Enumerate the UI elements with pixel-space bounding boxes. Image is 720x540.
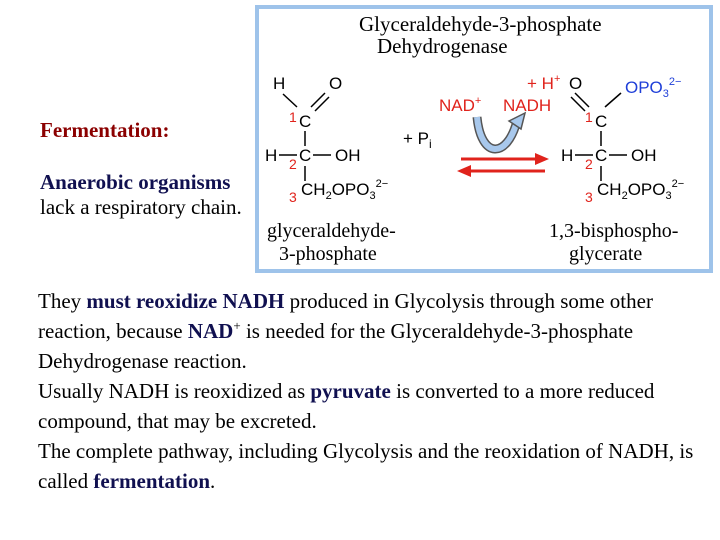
carbon-num-2-right: 2 <box>585 156 593 172</box>
nad-label: NAD+ <box>439 95 481 115</box>
atom-h2-left: H <box>265 146 277 165</box>
side-description: Anaerobic organisms lack a respiratory c… <box>40 170 250 220</box>
enzyme-title-1: Glyceraldehyde-3-phosphate <box>359 12 602 36</box>
atom-h-left: H <box>273 74 285 93</box>
bond-o-c1-a <box>310 92 326 108</box>
side-title: Fermentation: <box>40 118 170 142</box>
bond-c1r-opo3 <box>604 92 622 108</box>
atom-oh-right: OH <box>631 146 657 165</box>
plus-pi: + Pi <box>403 129 432 151</box>
main-text: They must reoxidize NADH produced in Gly… <box>38 286 708 496</box>
paragraph-3: The complete pathway, including Glycolys… <box>38 439 694 493</box>
forward-arrowhead <box>535 153 549 165</box>
carbon-num-3-right: 3 <box>585 189 593 205</box>
bond-o-c1r-b <box>570 96 586 112</box>
bond-o-c1r-a <box>574 92 590 108</box>
nadh-label: NADH <box>503 96 551 115</box>
right-label-2: glycerate <box>569 243 642 265</box>
cofactor-arrowhead <box>507 111 527 131</box>
side-bold: Anaerobic organisms <box>40 170 231 194</box>
enzyme-title-2: Dehydrogenase <box>377 34 508 58</box>
cofactor-arrow-fill <box>474 116 520 152</box>
atom-c2-right: C <box>595 146 607 165</box>
side-rest: lack a respiratory chain. <box>40 195 242 219</box>
atom-o-left: O <box>329 74 342 93</box>
paragraph-1: They must reoxidize NADH produced in Gly… <box>38 289 653 373</box>
atom-c2-left: C <box>299 146 311 165</box>
h-plus-label: + H+ <box>527 73 560 93</box>
atom-h2-right: H <box>561 146 573 165</box>
carbon-num-1: 1 <box>289 109 297 125</box>
left-label-2: 3-phosphate <box>279 243 377 265</box>
paragraph-2: Usually NADH is reoxidized as pyruvate i… <box>38 379 655 433</box>
reaction-diagram: Glyceraldehyde-3-phosphate Dehydrogenase… <box>255 5 713 273</box>
right-label-1: 1,3-bisphospho- <box>549 220 678 242</box>
left-label-1: glyceraldehyde- <box>267 220 396 242</box>
atom-oh-left: OH <box>335 146 361 165</box>
carbon-num-2: 2 <box>289 156 297 172</box>
reverse-arrowhead <box>457 165 471 177</box>
atom-c1-right: C <box>595 112 607 131</box>
ch2opo3-left: CH2OPO32− <box>301 178 388 202</box>
carbon-num-3: 3 <box>289 189 297 205</box>
bond-h-c1 <box>282 93 298 108</box>
opo3-right: OPO32− <box>625 76 681 100</box>
carbon-num-1-right: 1 <box>585 109 593 125</box>
atom-c1-left: C <box>299 112 311 131</box>
bond-o-c1-b <box>314 96 330 112</box>
atom-o-right: O <box>569 74 582 93</box>
ch2opo3-right: CH2OPO32− <box>597 178 684 202</box>
reaction-svg: Glyceraldehyde-3-phosphate Dehydrogenase… <box>265 12 684 265</box>
